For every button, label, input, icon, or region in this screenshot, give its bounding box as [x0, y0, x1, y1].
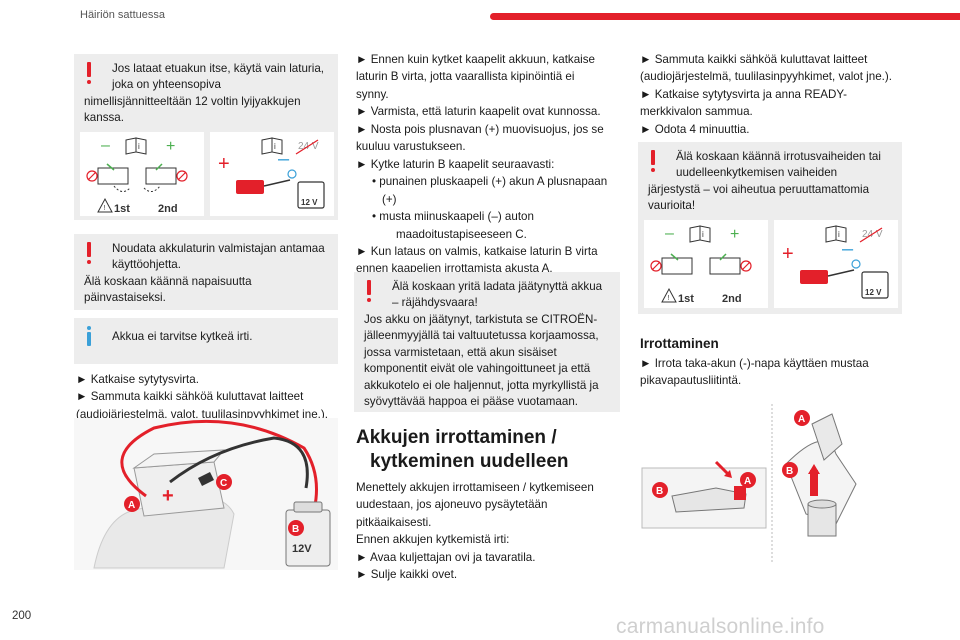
steps-col1: ► Katkaise sytytysvirta. ► Sammuta kaikk… — [76, 373, 328, 421]
warning-icon — [365, 280, 373, 306]
steps-col2: ► Ennen kuin kytket kaapelit akkuun, kat… — [356, 53, 608, 276]
second-label: 2nd — [722, 293, 742, 305]
svg-text:+: + — [730, 226, 739, 243]
first-label: 1st — [114, 203, 130, 215]
warning-box-charger: Jos lataat etuakun itse, käytä vain latu… — [74, 54, 338, 134]
header-accent-bar — [490, 13, 960, 20]
svg-text:i: i — [138, 142, 140, 151]
svg-text:i: i — [274, 142, 276, 151]
section-intro: Menettely akkujen irrottamiseen / kytkem… — [356, 481, 594, 582]
warning-icon — [85, 242, 93, 268]
label-a: A — [128, 500, 135, 511]
label-c: C — [220, 478, 227, 489]
battery-pictogram-illustration: i – + ! 1st 2nd i 24 V + – 12 V — [644, 220, 898, 308]
warning-box-frozen: Älä koskaan yritä ladata jäätynyttä akku… — [354, 272, 620, 412]
minus-sign: – — [101, 137, 110, 154]
figure-charging-photo: + 12V A C B — [74, 418, 338, 570]
warning-icon — [85, 62, 93, 88]
svg-text:+: + — [162, 485, 174, 507]
svg-text:+: + — [782, 243, 794, 265]
running-header: Häiriön sattuessa — [80, 9, 165, 21]
charger-connection-illustration: + 12V A C B — [74, 418, 338, 570]
warning-box-order: Älä koskaan käännä irrotusvaiheiden tai … — [638, 142, 902, 218]
info-box-disconnect: Akkua ei tarvitse kytkeä irti. — [74, 318, 338, 364]
steps-col3: ► Sammuta kaikki sähköä kuluttavat laitt… — [640, 53, 892, 136]
battery-12v-label: 12 V — [301, 198, 318, 207]
figure-battery-pictograms-2: i – + ! 1st 2nd i 24 V + – 12 V — [638, 214, 902, 314]
watermark: carmanualsonline.info — [616, 615, 825, 638]
figure-terminal-release: A B A B — [636, 404, 906, 564]
svg-text:–: – — [665, 225, 674, 242]
svg-text:i: i — [838, 230, 840, 239]
svg-text:–: – — [278, 148, 290, 170]
section-heading: Akkujen irrottaminen / kytkeminen uudell… — [356, 427, 569, 472]
page-number: 200 — [12, 610, 32, 622]
terminal-release-illustration: A B A B — [641, 404, 857, 564]
svg-text:!: ! — [668, 295, 670, 302]
second-label: 2nd — [158, 203, 178, 215]
first-label: 1st — [678, 293, 694, 305]
step-disconnect: ► Irrota taka-akun (-)-napa käyttäen mus… — [640, 357, 869, 388]
svg-text:–: – — [842, 238, 854, 260]
warning-box-instructions: Noudata akkulaturin valmistajan antamaa … — [74, 234, 338, 310]
battery-12v-label: 12 V — [865, 288, 882, 297]
warning-icon — [649, 150, 657, 176]
svg-text:i: i — [702, 230, 704, 239]
figure-battery-pictograms: i – + ! 1st 2nd i 24 V + – 12 V — [74, 128, 338, 220]
subheading-disconnect: Irrottaminen — [640, 336, 719, 351]
plus-sign: + — [166, 138, 175, 155]
svg-text:!: ! — [104, 205, 106, 212]
info-icon — [85, 326, 93, 350]
label-a-right: A — [798, 414, 805, 425]
label-b-left: B — [656, 486, 663, 497]
manual-icon — [125, 137, 147, 155]
svg-text:+: + — [218, 153, 230, 175]
battery-12v-label: 12V — [292, 543, 312, 555]
battery-pictogram-illustration: i – + ! 1st 2nd i 24 V + – 12 V — [80, 132, 334, 216]
label-b: B — [292, 524, 299, 535]
label-a-left: A — [744, 476, 751, 487]
label-b-right: B — [786, 466, 793, 477]
